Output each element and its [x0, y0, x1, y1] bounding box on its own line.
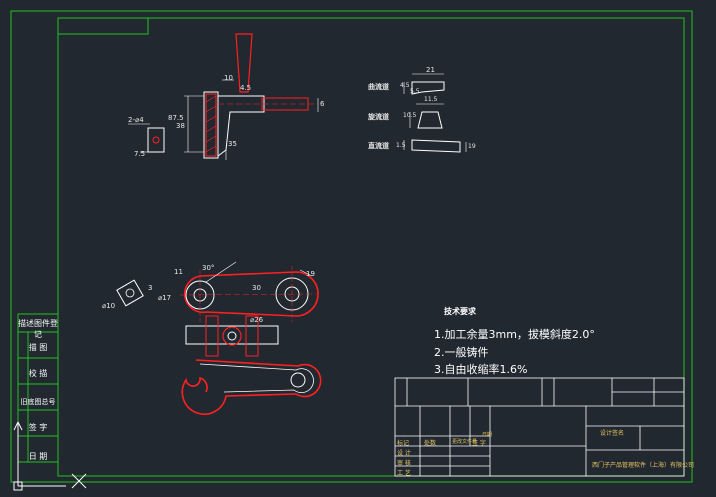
assy-dim-19: 19: [306, 270, 315, 278]
tb-label-mark: 标记: [397, 440, 410, 447]
dim-6: 6: [320, 100, 325, 108]
tb-label-design: 设 计: [397, 450, 411, 457]
ucs-axis-icon: [13, 421, 66, 491]
tb-design-sign: 设计签名: [600, 430, 625, 437]
assy-dim-phi26: ⌀26: [250, 316, 264, 324]
side-label-2: 校 描: [28, 369, 48, 378]
dim-38: 38: [176, 122, 185, 130]
tb-label-review: 审 核: [397, 460, 411, 467]
section-dim-21: 21: [426, 66, 435, 74]
assy-dim-phi17: ⌀17: [158, 294, 172, 302]
tb-company: 西门子产品管理软件（上海）有限公司: [592, 462, 695, 469]
section-views: [403, 73, 467, 153]
dim-35: 35: [228, 140, 237, 148]
tb-label-count: 处数: [424, 440, 437, 447]
side-label-5: 日 期: [28, 452, 48, 461]
title-block: [394, 377, 685, 477]
section-label-curved: 曲流道: [368, 83, 389, 91]
section-dim-5-5: 5.5: [410, 88, 420, 95]
section-label-straight: 直流道: [368, 142, 389, 150]
tb-label-change-doc: 更改文件号: [452, 439, 478, 445]
tech-req-item-1: 1.加工余量3mm，拔模斜度2.0°: [434, 328, 595, 341]
section-label-swirl: 旋流道: [368, 113, 389, 121]
assembly-view: [116, 261, 322, 415]
tech-req-item-2: 2.一般铸件: [434, 346, 489, 359]
tb-label-date: 日期: [482, 432, 493, 438]
assy-dim-30deg: 30°: [202, 264, 215, 272]
side-label-3: 旧底图总号: [20, 398, 56, 406]
assy-dim-30: 30: [252, 284, 261, 292]
side-label-4: 签 字: [28, 423, 48, 432]
crosshair-cursor-icon[interactable]: [71, 473, 87, 489]
section-dim-19: 19: [468, 143, 476, 150]
front-view: [128, 33, 319, 160]
section-dim-10-5: 10.5: [403, 112, 417, 119]
assy-dim-11: 11: [174, 268, 183, 276]
tech-req-title: 技术要求: [444, 307, 476, 316]
top-left-tab: [57, 17, 149, 35]
assy-dim-3: 3: [148, 284, 153, 292]
assy-dim-phi10: ⌀10: [102, 302, 116, 310]
tb-label-process: 工 艺: [397, 470, 411, 477]
side-label-1: 描 图: [28, 343, 48, 352]
side-table: [17, 313, 59, 463]
tb-label-sign: 签 字: [472, 440, 486, 447]
section-dim-4-5: 4.5: [400, 82, 410, 89]
tech-req-item-3: 3.自由收缩率1.6%: [434, 363, 528, 376]
dim-87-5: 87.5: [168, 114, 184, 122]
dim-4-5: 4.5: [240, 84, 252, 92]
outer-frame: [10, 10, 693, 483]
dim-10: 10: [224, 74, 233, 82]
side-label-0: 描述图件登记: [18, 319, 58, 339]
inner-frame: [57, 17, 685, 477]
dim-7-5: 7.5: [134, 150, 146, 158]
section-dim-1-5: 1.5: [396, 142, 406, 149]
dim-2-holes: 2-⌀4: [128, 116, 144, 124]
section-dim-11-5: 11.5: [424, 96, 438, 103]
